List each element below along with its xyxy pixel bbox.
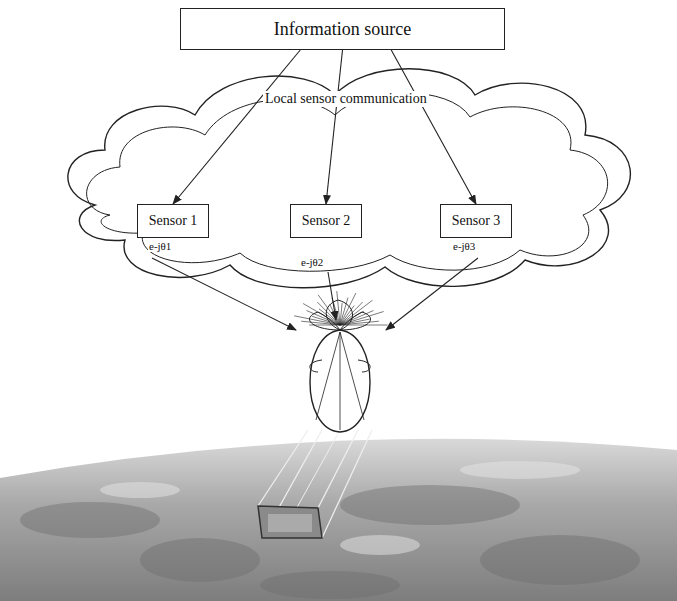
phase-label: e-jθ3 <box>452 240 476 252</box>
box-label: Sensor 2 <box>302 213 351 229</box>
arrow-connector <box>173 50 300 204</box>
cloud-region: Local sensor communicationSensor 1 Sensor… <box>55 55 640 300</box>
lobe-ray <box>318 295 340 325</box>
phase-label: e-jθ2 <box>300 256 324 268</box>
lobe-ray <box>337 291 340 325</box>
beam-pattern <box>294 291 387 432</box>
box-label: Information source <box>274 19 411 40</box>
arrow-connector <box>391 50 476 204</box>
footprint <box>258 430 372 538</box>
lobe-ray <box>294 316 340 325</box>
sensor-box: Sensor 1 <box>137 204 209 238</box>
sensor-box: Sensor 3 <box>440 204 512 238</box>
arrow-connector <box>326 50 343 204</box>
source-box: Information source <box>180 8 505 50</box>
region-label: Local sensor communication <box>263 91 429 107</box>
earth <box>0 439 677 601</box>
phase-label: e-jθ1 <box>148 240 172 252</box>
sensor-box: Sensor 2 <box>290 204 362 238</box>
box-label: Sensor 1 <box>149 213 198 229</box>
box-label: Sensor 3 <box>452 213 501 229</box>
lobe-ray <box>340 300 373 325</box>
